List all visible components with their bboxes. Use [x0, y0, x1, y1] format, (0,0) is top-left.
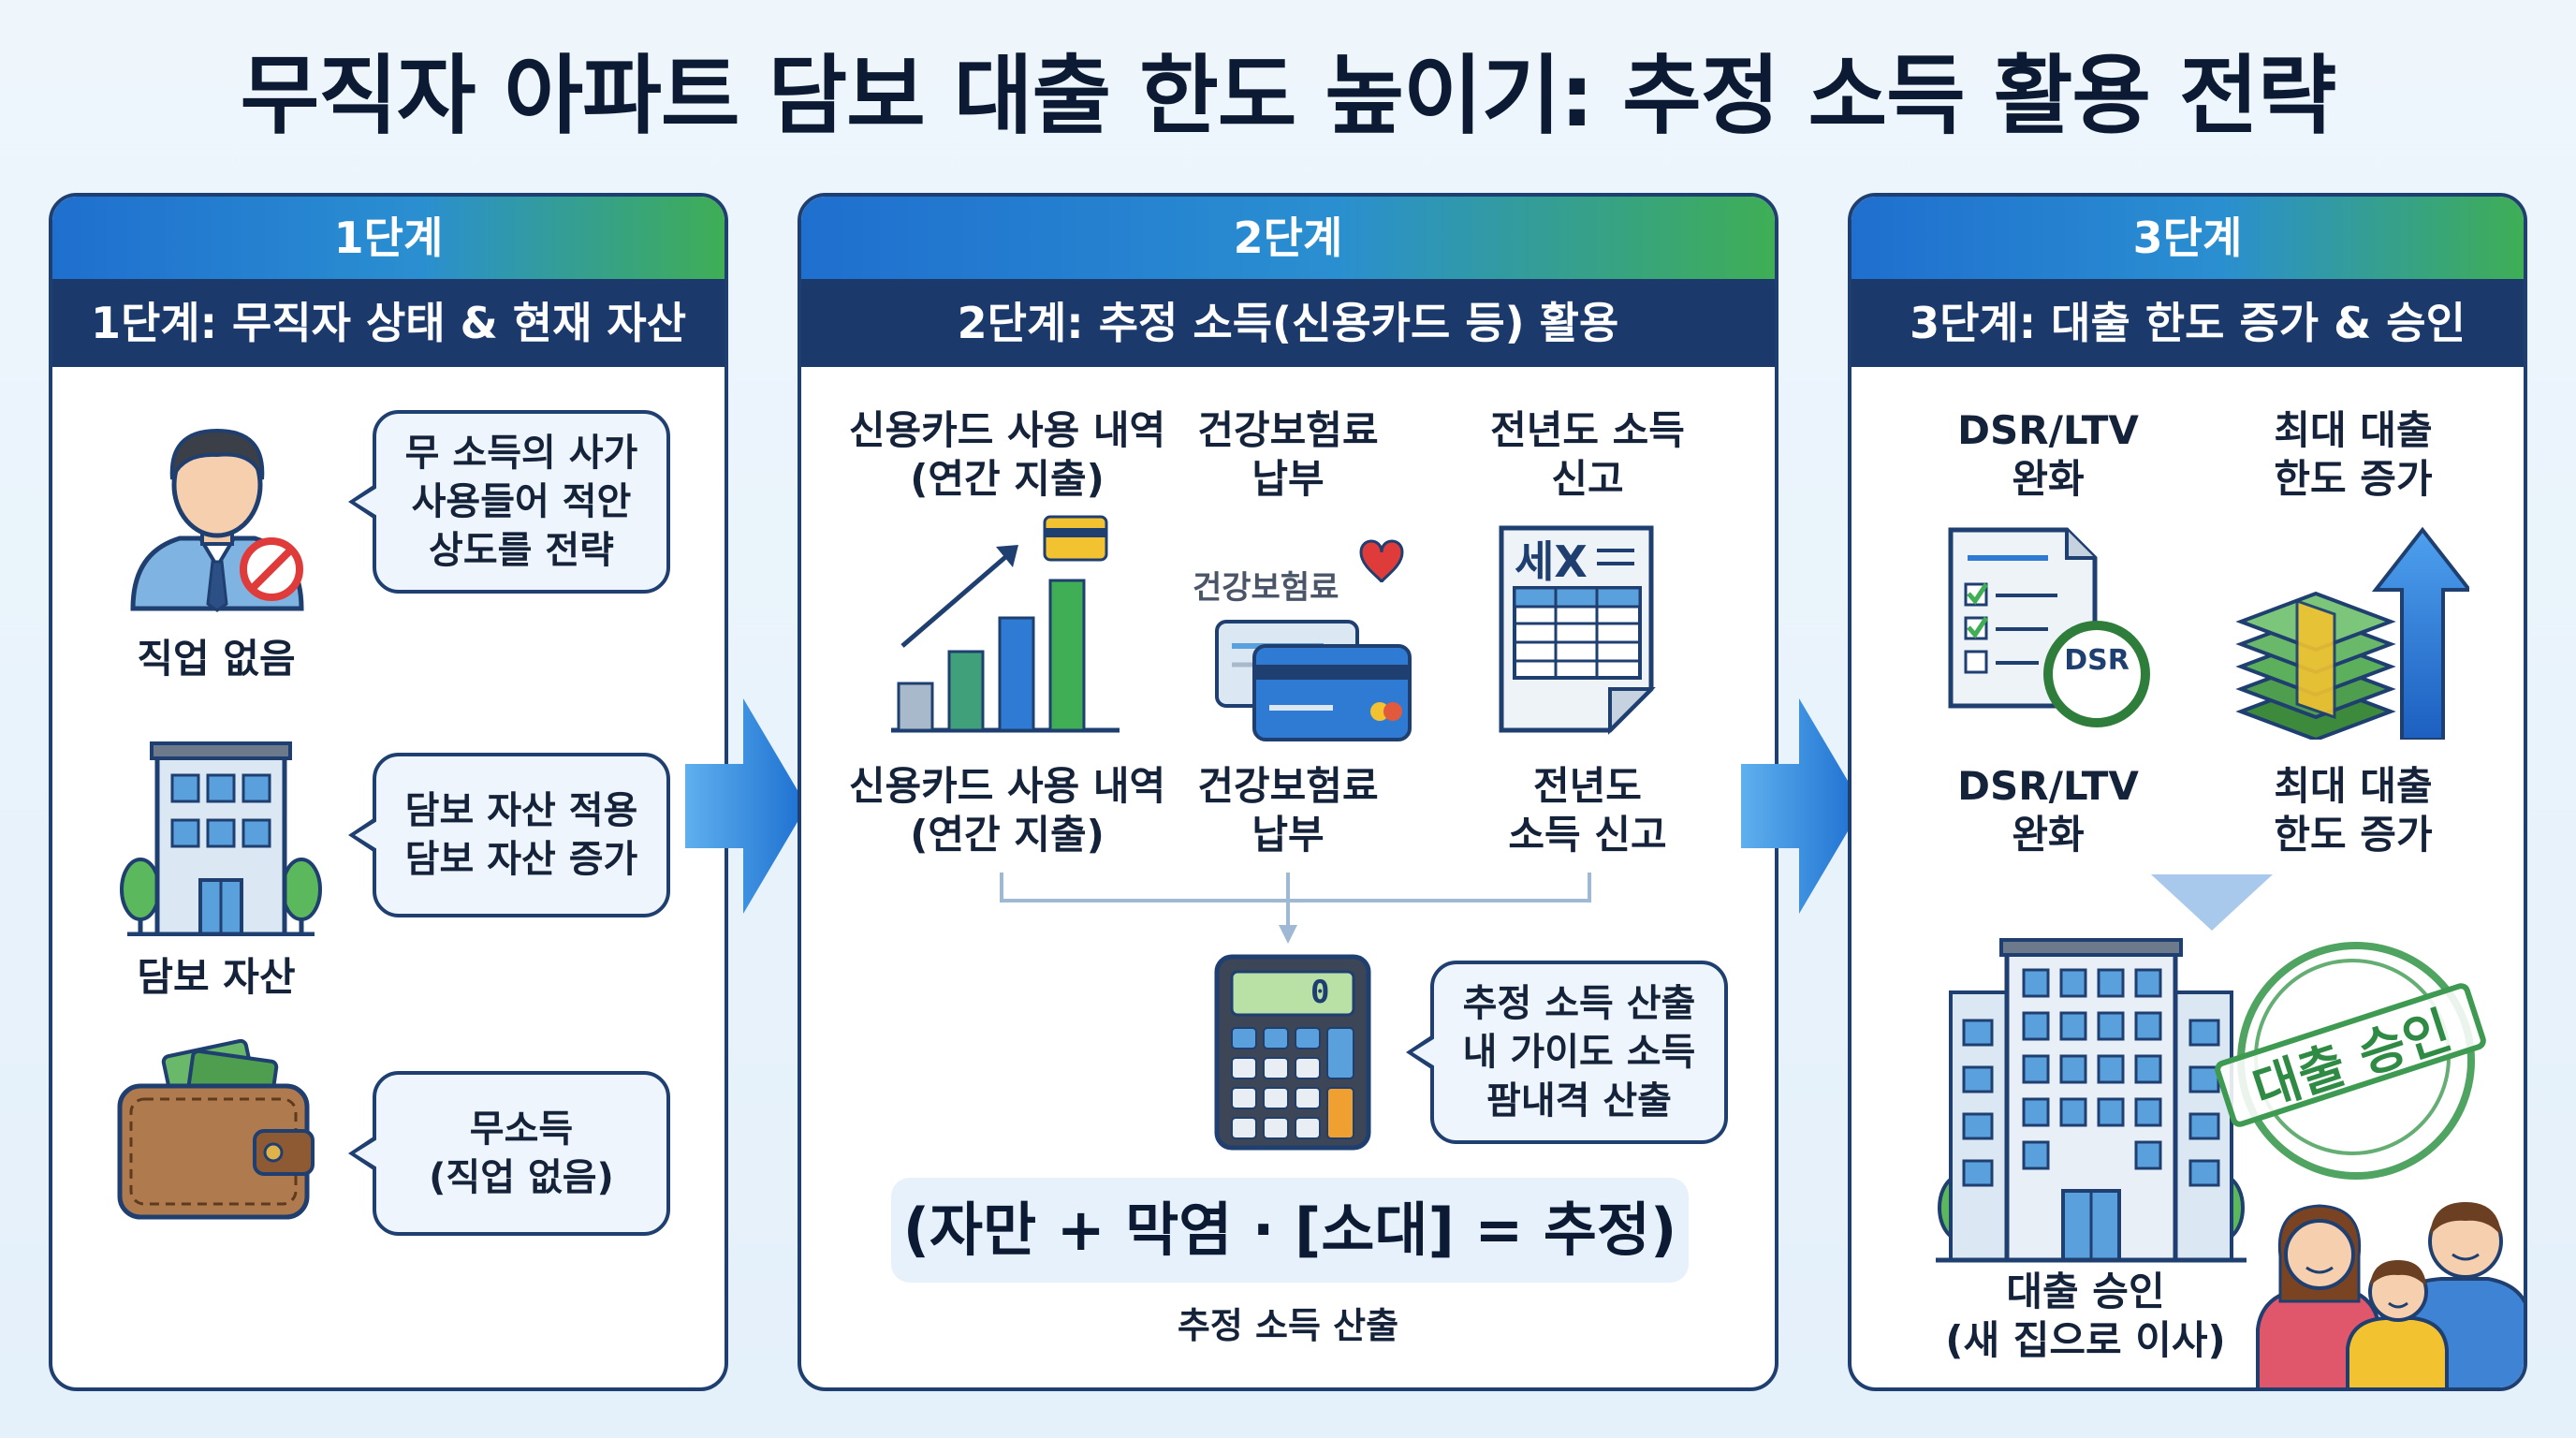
stage2-top-label-card: 신용카드 사용 내역 (연간 지출) [848, 407, 1166, 502]
spending-growth-chart-icon [886, 515, 1129, 740]
stage1-header: 1단계 [52, 197, 724, 279]
stage2-calc-bubble: 추정 소득 산출 내 가이도 소득 팜내격 산출 [1406, 961, 1728, 1144]
arrow-right-icon [1741, 698, 1863, 914]
stage3-bottom-label-limit: 최대 대출 한도 증가 [2274, 763, 2433, 858]
final-approval-label: 대출 승인 (새 집으로 이사) [1945, 1269, 2226, 1363]
tax-doc-text: 세X [1515, 536, 1588, 587]
stage3-bottom-label-dsr: DSR/LTV 완화 [1957, 763, 2139, 858]
loan-approval-stamp: 대출 승인 [2212, 942, 2489, 1180]
chevron-down-icon [2151, 874, 2273, 931]
stage3-top-label-limit: 최대 대출 한도 증가 [2274, 407, 2433, 502]
stage1-bubble-2: 담보 자산 적용 담보 자산 증가 [348, 753, 670, 917]
stage2-top-label-tax: 전년도 소득 신고 [1490, 407, 1685, 502]
stage2-bottom-label-health: 건강보험료 납부 [1197, 763, 1379, 858]
merge-connector [998, 873, 1597, 947]
money-stack-up-arrow-icon [2235, 524, 2469, 740]
calculator-icon: 0 [1213, 953, 1372, 1152]
stage1-bubble-1: 무 소득의 사가 사용들어 적안 상도를 전략 [348, 410, 670, 594]
apartment-building-icon [1932, 936, 2250, 1264]
unemployed-person-icon [124, 412, 311, 618]
stage2-subtitle: 2단계: 추정 소득(신용카드 등) 활용 [801, 279, 1775, 367]
estimated-income-formula: (자만 + 막염 · [소대] = 추정) [891, 1178, 1689, 1283]
formula-caption: 추정 소득 산출 [1177, 1305, 1399, 1346]
dsr-checklist-icon: DSR [1945, 524, 2160, 740]
happy-family-icon [2254, 1170, 2524, 1387]
calculator-display: 0 [1310, 974, 1330, 1011]
stage2-bottom-label-tax: 전년도 소득 신고 [1508, 763, 1667, 858]
page-title: 무직자 아파트 담보 대출 한도 높이기: 추정 소득 활용 전략 [240, 46, 2337, 146]
stage1-panel: 1단계 1단계: 무직자 상태 & 현재 자산 직업 없음 무 소득의 사가 사… [49, 193, 728, 1391]
stage3-panel: 3단계 3단계: 대출 한도 증가 & 승인 DSR/LTV 완화 최대 대출 … [1848, 193, 2527, 1391]
stage2-bottom-label-card: 신용카드 사용 내역 (연간 지출) [848, 763, 1166, 858]
stage2-panel: 2단계 2단계: 추정 소득(신용카드 등) 활용 신용카드 사용 내역 (연간… [798, 193, 1778, 1391]
health-card-text: 건강보험료 [1193, 569, 1339, 607]
dsr-badge-text: DSR [2064, 644, 2130, 677]
stage1-bubble-3: 무소득 (직업 없음) [348, 1071, 670, 1236]
tax-document-icon: 세X [1494, 522, 1662, 738]
stage3-header: 3단계 [1852, 197, 2524, 279]
building-icon [109, 740, 333, 936]
stage1-label-no-job: 직업 없음 [137, 636, 296, 682]
stage2-top-label-health: 건강보험료 납부 [1197, 407, 1379, 502]
stage3-top-label-dsr: DSR/LTV 완화 [1957, 407, 2139, 502]
arrow-right-icon [685, 698, 807, 914]
stage1-subtitle: 1단계: 무직자 상태 & 현재 자산 [52, 279, 724, 367]
wallet-icon [114, 1039, 320, 1226]
health-insurance-card-icon: 건강보험료 [1174, 524, 1417, 749]
stage1-label-collateral: 담보 자산 [137, 954, 296, 1000]
stage3-subtitle: 3단계: 대출 한도 증가 & 승인 [1852, 279, 2524, 367]
stage2-header: 2단계 [801, 197, 1775, 279]
